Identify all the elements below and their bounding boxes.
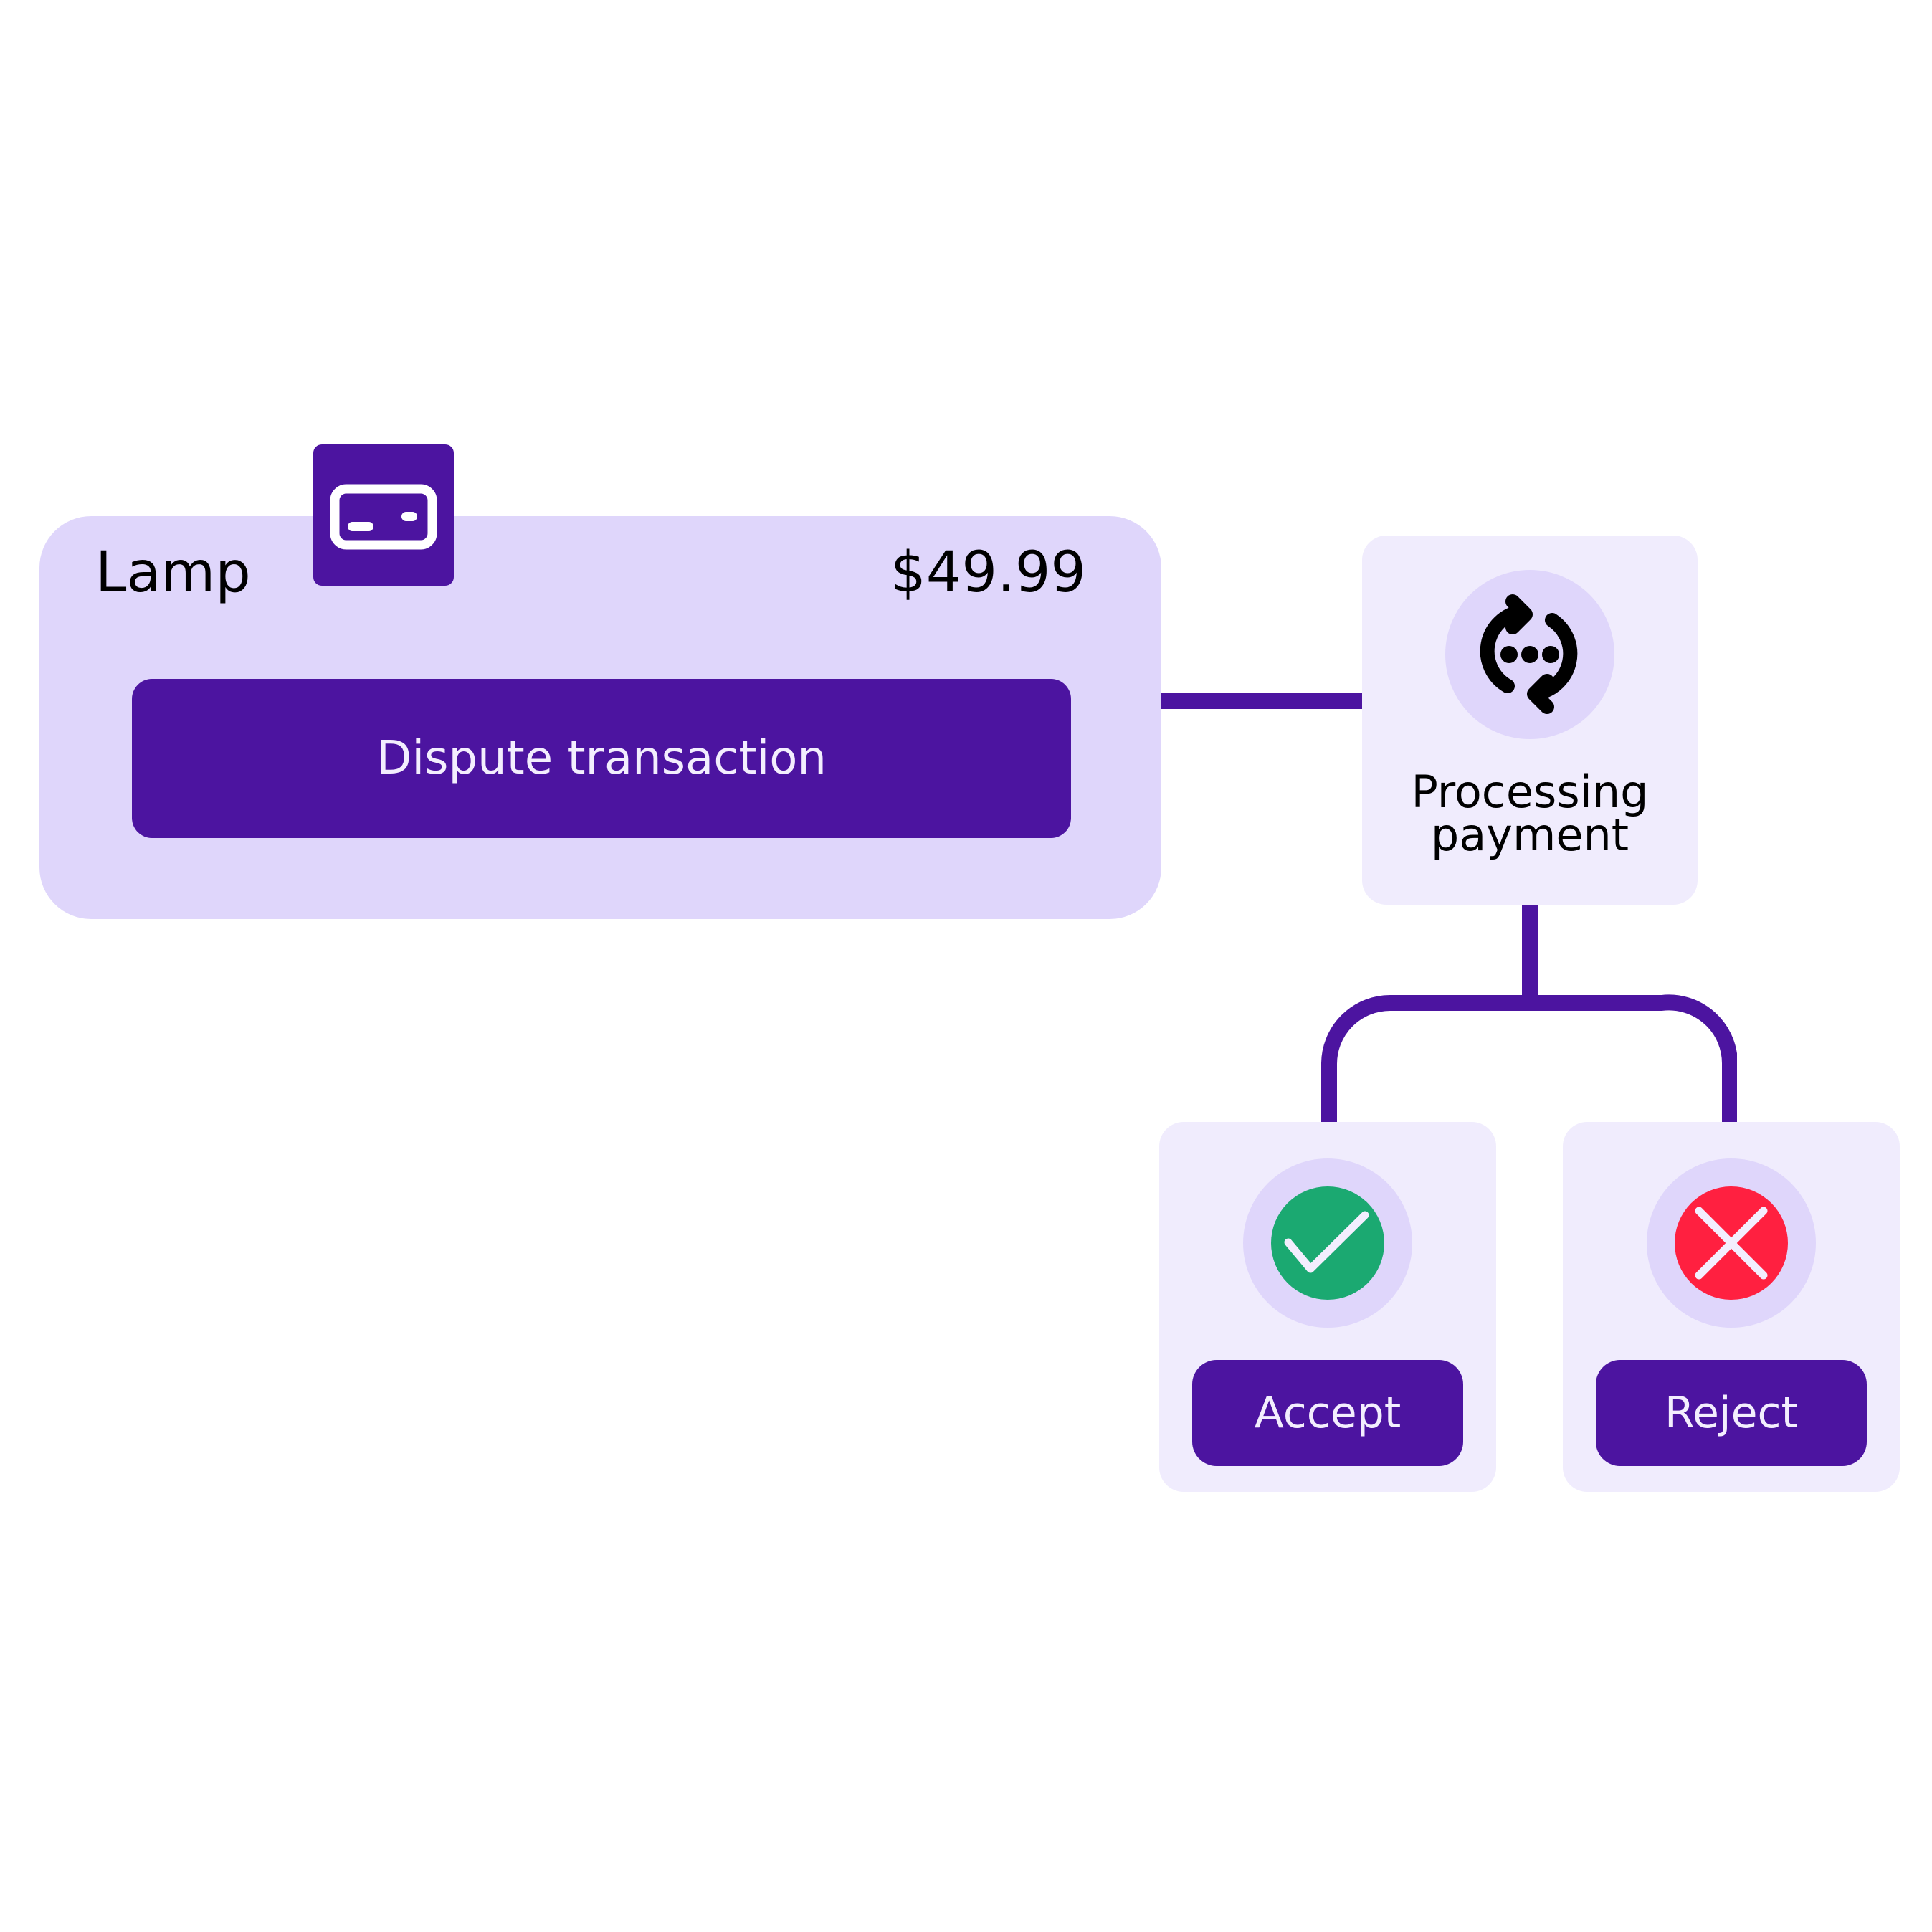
x-icon [1695,1207,1768,1280]
processing-label: Processing payment [1362,766,1698,861]
reject-button[interactable]: Reject [1596,1360,1867,1466]
processing-label-line1: Processing [1411,766,1649,818]
reject-card: Reject [1563,1122,1900,1492]
dot [1500,646,1518,663]
credit-card-badge [313,444,454,586]
accept-icon-circle [1243,1158,1412,1328]
reject-icon-circle [1647,1158,1816,1328]
dot [1521,646,1538,663]
reject-status-circle [1675,1186,1788,1300]
branch-connector [1321,905,1737,1122]
check-icon [1284,1211,1369,1273]
dispute-transaction-button[interactable]: Dispute transaction [132,679,1071,838]
processing-icon-circle [1445,570,1614,739]
item-name: Lamp [95,541,251,605]
processing-label-line2: payment [1430,809,1629,861]
item-price: $49.99 [890,541,1086,605]
sync-processing-icon [1480,594,1578,714]
dot [1542,646,1559,663]
connector-line [1161,693,1362,709]
accept-card: Accept [1159,1122,1496,1492]
accept-button[interactable]: Accept [1192,1360,1463,1466]
credit-card-icon [330,484,437,550]
accept-status-circle [1271,1186,1384,1300]
